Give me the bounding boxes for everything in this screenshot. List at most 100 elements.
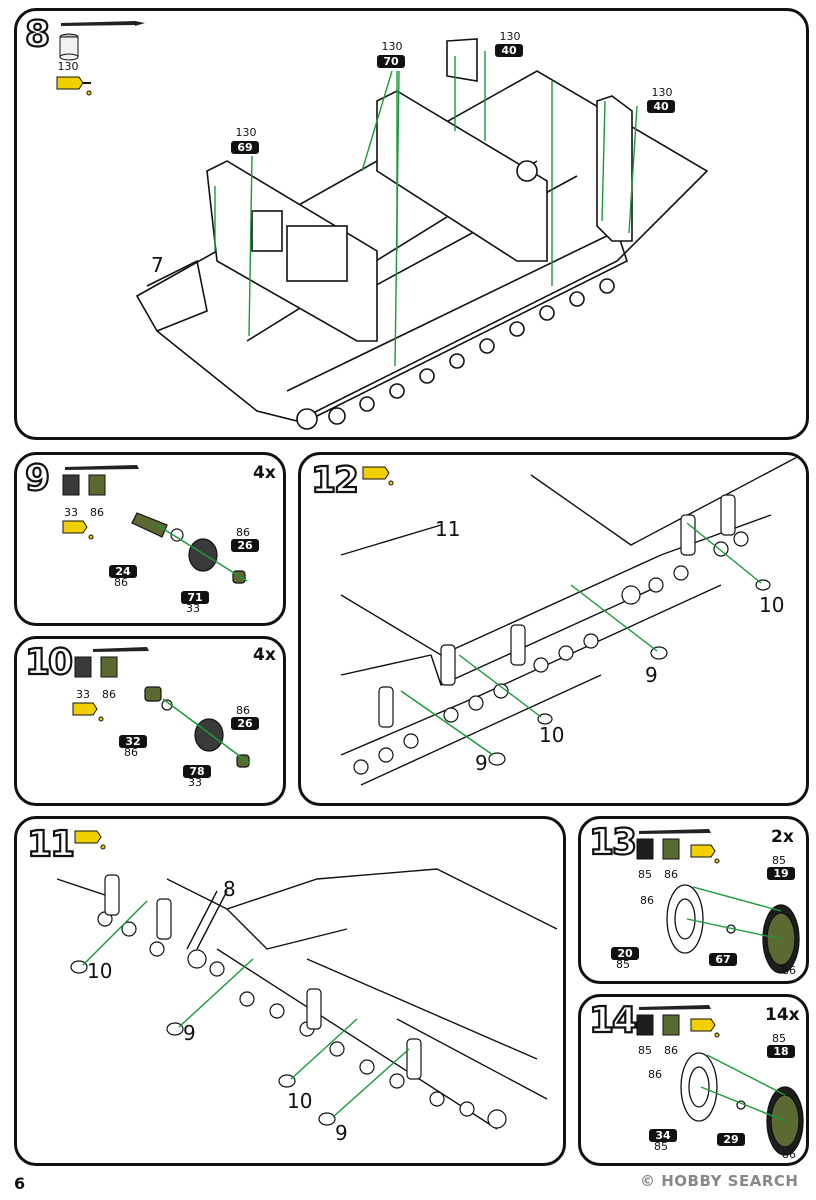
part-tag: 69 — [231, 141, 259, 154]
callout-ref: 8 — [223, 877, 236, 901]
paint-code: 86 — [782, 1148, 796, 1161]
step-9-panel: 9 4x 33 86 86 26 24 86 71 33 — [14, 452, 286, 626]
callout-ref: 7 — [151, 253, 164, 277]
paint-code: 86 — [114, 576, 128, 589]
glue-tube-icon — [690, 844, 720, 864]
paint-code: 130 — [57, 60, 79, 73]
callout-ref: 9 — [645, 663, 658, 687]
part-tag: 71 — [181, 591, 209, 604]
page-number: 6 — [14, 1174, 26, 1193]
step-13-panel: 13 2x 85 86 85 19 86 20 85 67 86 — [578, 816, 809, 984]
quantity-multiplier: 14x — [765, 1005, 800, 1025]
glue-tube-icon — [72, 702, 104, 722]
step-number: 11 — [26, 824, 76, 865]
step-11-panel: 11 — [14, 816, 566, 1166]
paint-code: 33 — [188, 776, 202, 789]
callout-ref: 10 — [539, 723, 565, 747]
quantity-multiplier: 4x — [253, 645, 276, 665]
suspension-units — [353, 494, 749, 775]
step-14-illustration — [636, 1005, 804, 1156]
paint-code: 86 — [664, 868, 678, 881]
paintbrush-icon — [61, 21, 145, 26]
paint-code: 86 — [648, 1068, 662, 1081]
step-number: 12 — [310, 460, 360, 501]
callout-ref: 9 — [183, 1021, 196, 1045]
glue-tube-icon — [74, 830, 106, 850]
paint-code: 85 — [638, 1044, 652, 1057]
part-tag: 19 — [767, 867, 795, 880]
paint-code: 130 — [235, 126, 257, 139]
glue-tube-icon — [690, 1018, 720, 1038]
paint-code: 86 — [664, 1044, 678, 1057]
hull-drawing — [135, 38, 709, 430]
part-tag: 26 — [231, 717, 259, 730]
step-number: 14 — [588, 1000, 638, 1041]
step-9-illustration — [62, 465, 248, 584]
assembly-arrows — [214, 51, 638, 367]
paint-jar-icon — [636, 1014, 680, 1036]
step-number: 13 — [588, 822, 638, 863]
step-12-panel: 12 — [298, 452, 809, 806]
paint-code: 130 — [499, 30, 521, 43]
part-tag: 20 — [611, 947, 639, 960]
paint-code: 86 — [102, 688, 116, 701]
paint-code: 86 — [640, 894, 654, 907]
paint-code: 85 — [772, 1032, 786, 1045]
glue-tube-icon — [62, 520, 94, 540]
step-14-panel: 14 14x 85 86 85 18 86 34 85 29 86 — [578, 994, 809, 1166]
part-tag: 40 — [647, 100, 675, 113]
step-13-illustration — [636, 829, 800, 974]
part-tag: 67 — [709, 953, 737, 966]
paint-code: 86 — [782, 964, 796, 977]
part-tag: 34 — [649, 1129, 677, 1142]
part-tag: 32 — [119, 735, 147, 748]
paint-code: 85 — [654, 1140, 668, 1153]
watermark: © HOBBY SEARCH — [640, 1172, 799, 1190]
part-tag: 18 — [767, 1045, 795, 1058]
paint-code: 130 — [381, 40, 403, 53]
paint-code: 33 — [76, 688, 90, 701]
callout-ref: 10 — [87, 959, 113, 983]
paint-jar-icon — [636, 838, 680, 860]
callout-ref: 10 — [759, 593, 785, 617]
callout-ref: 9 — [475, 751, 488, 775]
callout-ref: 9 — [335, 1121, 348, 1145]
step-number: 8 — [24, 14, 51, 55]
step-11-illustration — [56, 830, 558, 1130]
glue-tube-icon — [56, 76, 92, 96]
callout-ref: 11 — [435, 517, 461, 541]
paint-code: 85 — [772, 854, 786, 867]
part-tag: 40 — [495, 44, 523, 57]
paint-code: 85 — [638, 868, 652, 881]
part-tag: 78 — [183, 765, 211, 778]
glue-tube-icon — [362, 466, 394, 486]
paintbrush-icon — [639, 1005, 711, 1010]
paintbrush-icon — [639, 829, 711, 834]
part-tag: 70 — [377, 55, 405, 68]
paint-code: 86 — [236, 704, 250, 717]
step-10-panel: 10 4x 33 86 86 26 32 86 78 33 — [14, 636, 286, 806]
paint-jar-icon — [62, 474, 106, 496]
step-10-illustration — [72, 647, 250, 768]
step-8-illustration — [56, 21, 709, 430]
paint-code: 86 — [236, 526, 250, 539]
paint-code: 130 — [651, 86, 673, 99]
suspension-units — [97, 874, 507, 1129]
step-number: 9 — [24, 458, 51, 499]
paint-jar-icon — [74, 656, 118, 678]
part-tag: 24 — [109, 565, 137, 578]
paint-code: 33 — [64, 506, 78, 519]
step-12-illustration — [340, 455, 802, 786]
paint-code: 86 — [124, 746, 138, 759]
paint-code: 33 — [186, 602, 200, 615]
callout-ref: 10 — [287, 1089, 313, 1113]
quantity-multiplier: 2x — [771, 827, 794, 847]
step-number: 10 — [24, 642, 74, 683]
step-8-panel: 8 — [14, 8, 809, 440]
paint-code: 86 — [90, 506, 104, 519]
paintbrush-icon — [65, 465, 139, 470]
paint-jar-icon — [59, 33, 79, 61]
part-tag: 29 — [717, 1133, 745, 1146]
paint-code: 85 — [616, 958, 630, 971]
part-tag: 26 — [231, 539, 259, 552]
